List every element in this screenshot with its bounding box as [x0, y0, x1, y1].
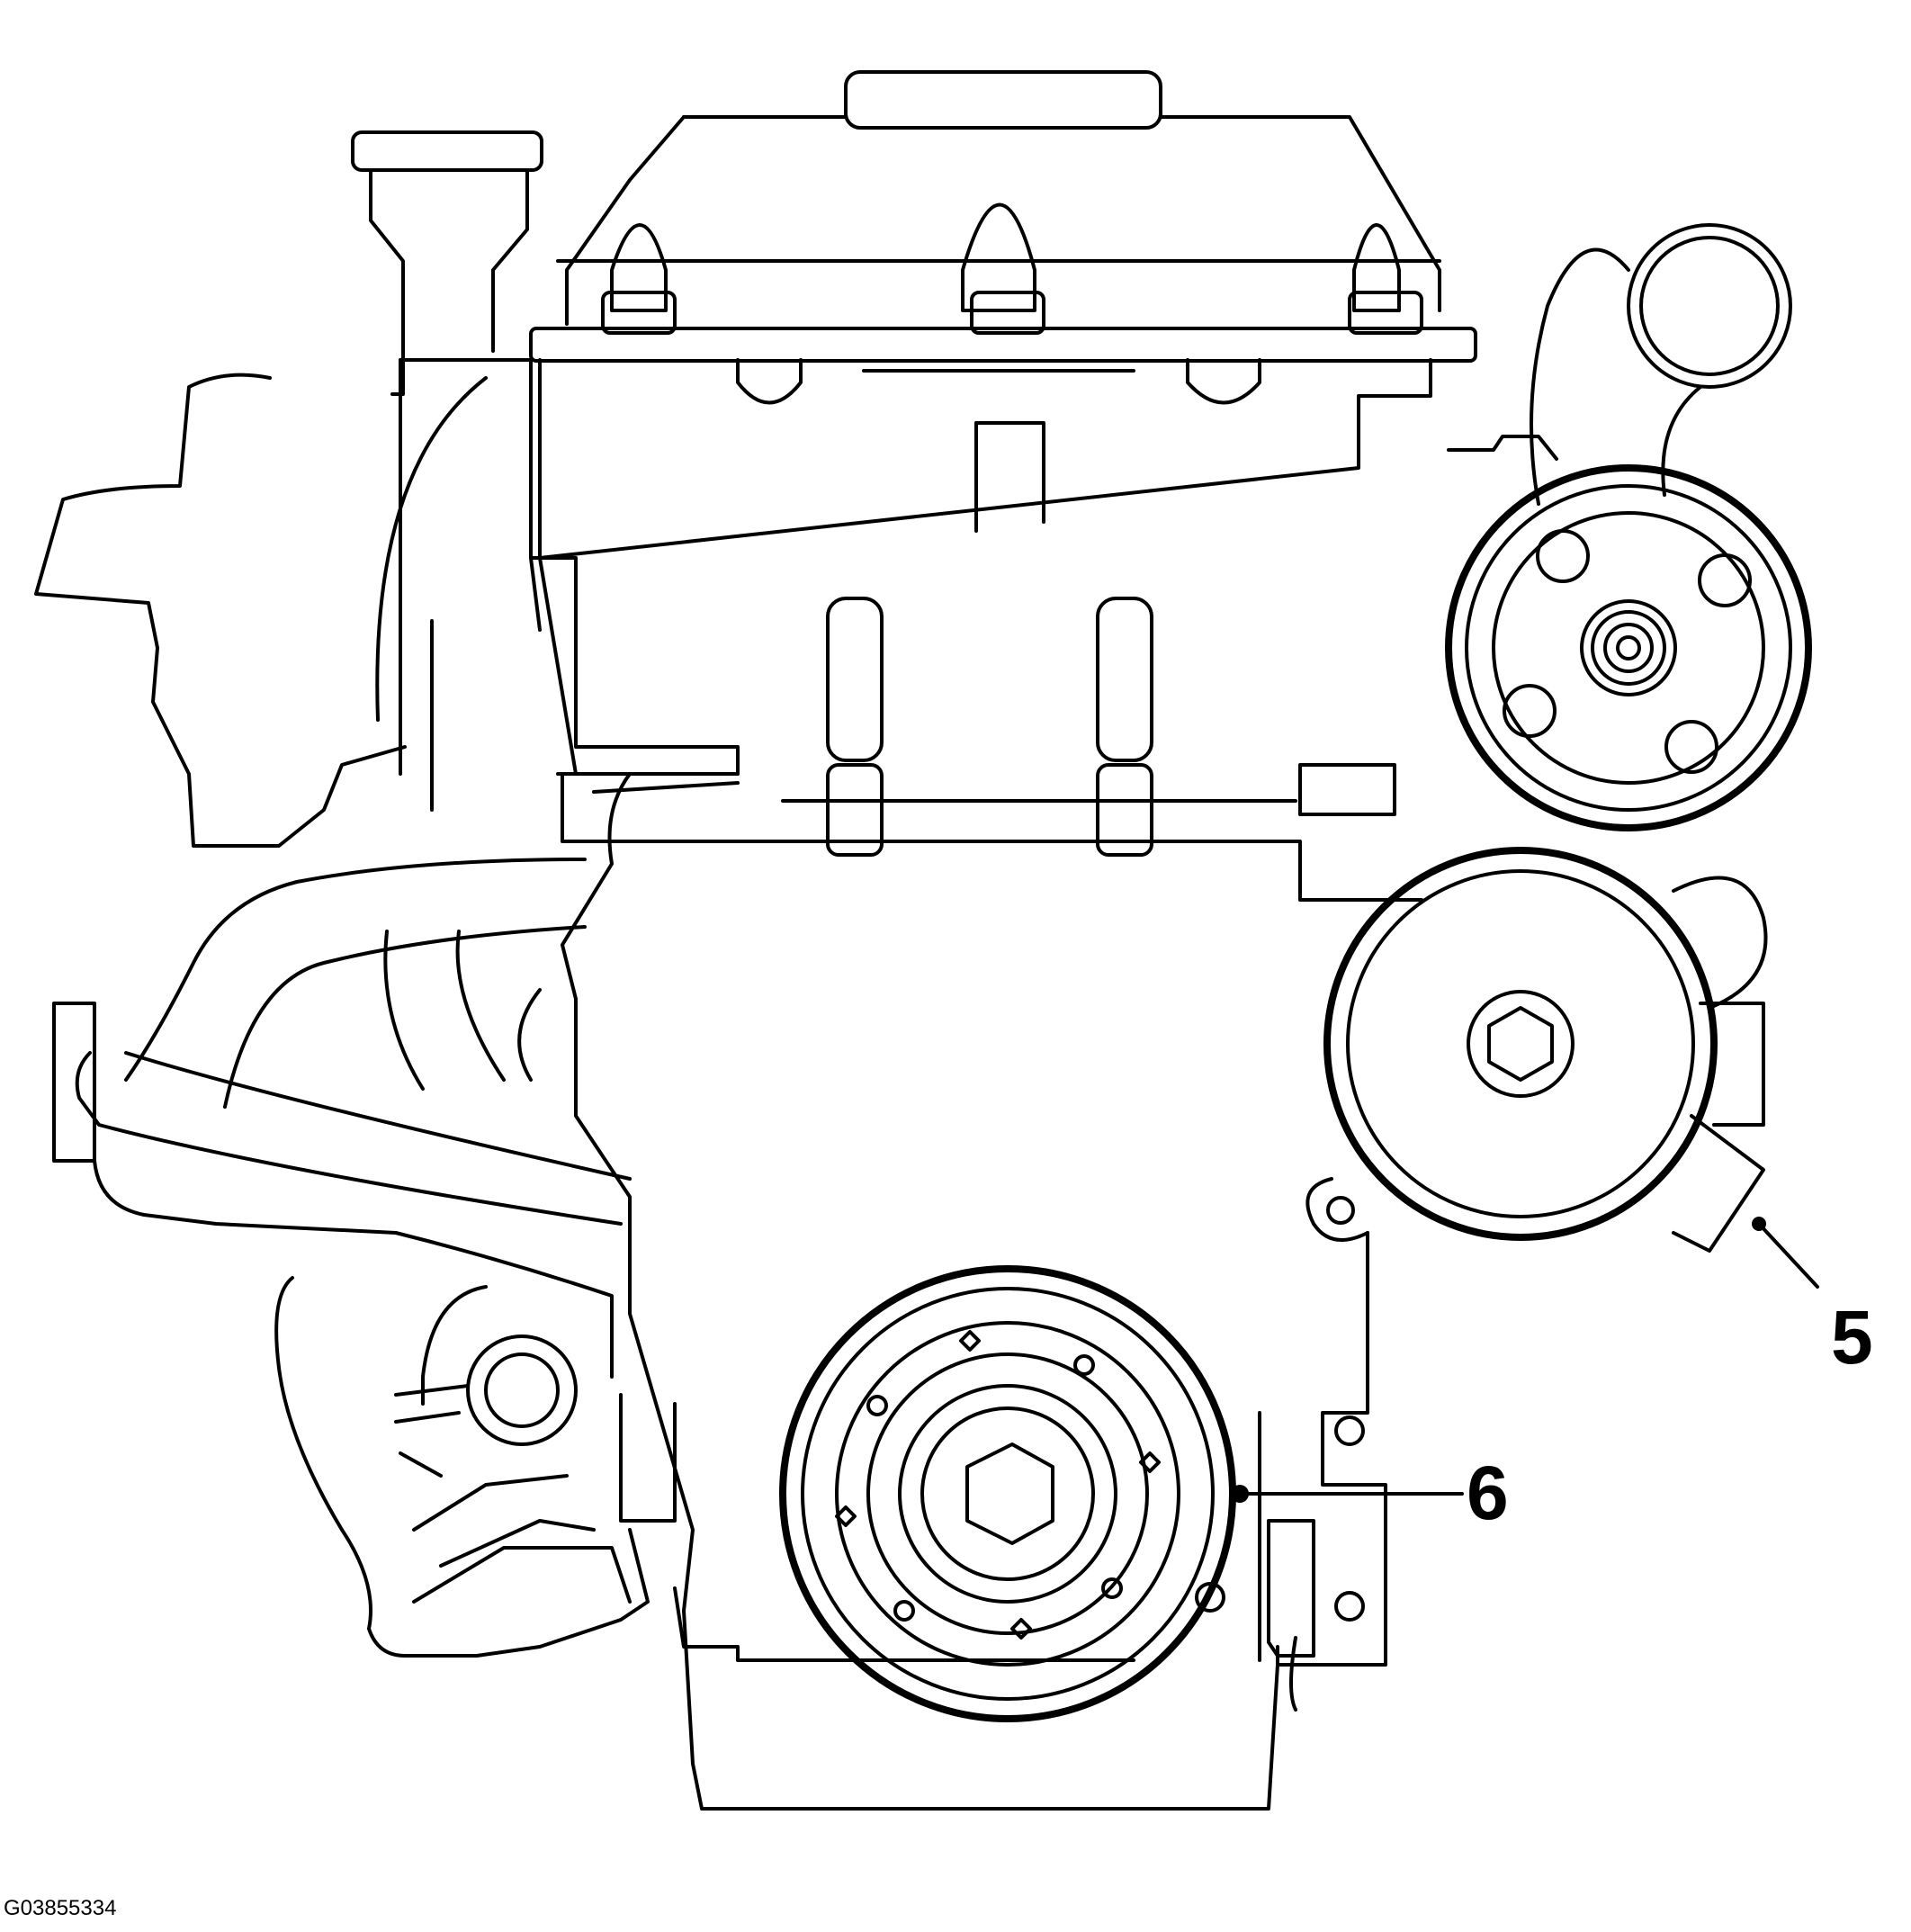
- timing-cover: [561, 772, 1387, 1811]
- starter-flywheel-housing: [274, 1276, 677, 1658]
- exhaust-manifold: [52, 858, 632, 1379]
- oil-filler-cap: [351, 130, 543, 396]
- accessory-pulley: [1305, 847, 1768, 1253]
- engine-block-upper-section: [538, 556, 1423, 902]
- intake-manifold: [34, 358, 740, 848]
- callout-leader-5: [1752, 1217, 1819, 1289]
- thermostat-housing: [1530, 223, 1792, 506]
- engine-mount-bracket: [1195, 1415, 1365, 1658]
- crankshaft-pulley: [779, 1265, 1236, 1722]
- water-pump-pulley: [1445, 435, 1812, 831]
- callout-6-label: 6: [1467, 1451, 1509, 1535]
- callout-leader-6: [1231, 1485, 1464, 1503]
- cylinder-head-cover: [529, 70, 1477, 560]
- callout-5-label: 5: [1831, 1295, 1873, 1379]
- figure-code: G03855334: [4, 1896, 116, 1920]
